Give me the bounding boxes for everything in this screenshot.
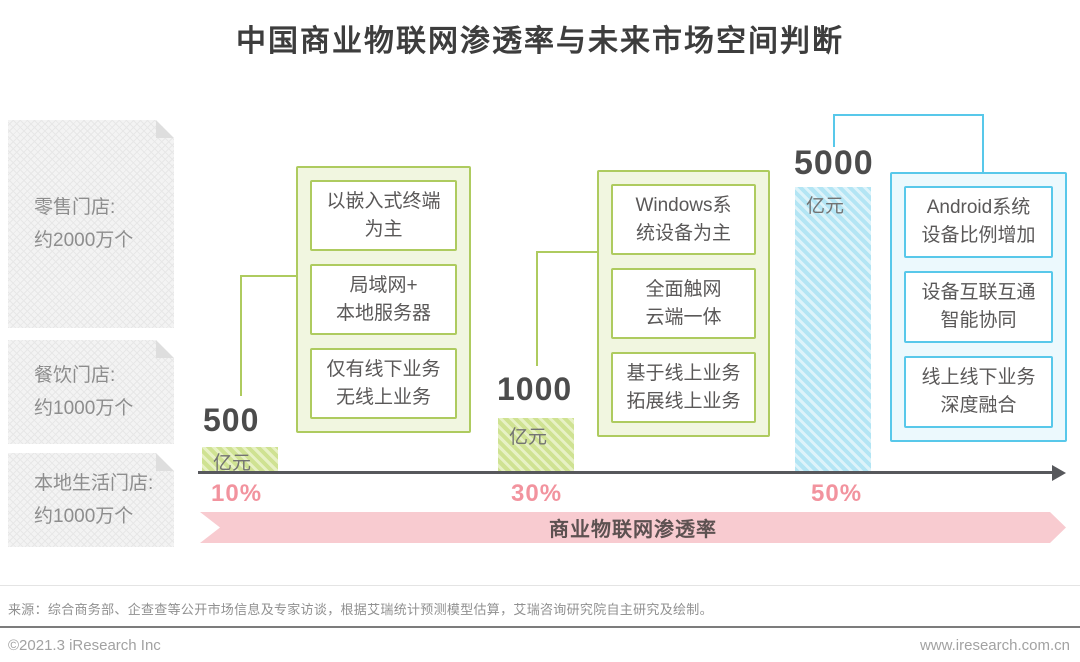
penetration-label: 30% [511, 480, 563, 507]
market-size-bar-stage1: 亿元 [202, 447, 278, 474]
feature-label: 仅有线下业务 无线上业务 [326, 358, 441, 408]
connector-line-stage2 [536, 251, 597, 253]
market-size-unit: 亿元 [213, 453, 252, 474]
source-note: 来源：综合商务部、企查查等公开市场信息及专家访谈，根据艾瑞统计预测模型估算，艾瑞… [8, 602, 713, 617]
feature-label: 局域网+ 本地服务器 [335, 274, 431, 324]
store-panel-restaurant-label: 餐饮门店: 约1000万个 [34, 364, 134, 419]
market-size-unit: 亿元 [509, 427, 548, 448]
page-title: 中国商业物联网渗透率与未来市场空间判断 [236, 25, 844, 58]
store-panel-retail-label: 零售门店: 约2000万个 [34, 196, 134, 251]
store-panel-local-life: 本地生活门店: 约1000万个 [8, 453, 174, 547]
connector-line-stage2 [536, 251, 538, 366]
banner-label: 商业物联网渗透率 [549, 519, 717, 541]
axis-arrowhead-icon [1052, 465, 1066, 481]
feature-box: 设备互联互通 智能协同 [904, 271, 1053, 343]
feature-box: 局域网+ 本地服务器 [310, 264, 457, 335]
feature-box: Android系统 设备比例增加 [904, 186, 1053, 258]
market-size-bar-stage3: 亿元 [795, 187, 871, 472]
footer-divider-line [0, 626, 1080, 628]
feature-label: Android系统 设备比例增加 [921, 197, 1036, 246]
connector-line-stage3 [833, 114, 835, 147]
feature-label: 线上线下业务 深度融合 [921, 367, 1036, 416]
market-size-value: 500 [203, 402, 260, 438]
feature-box: 全面触网 云端一体 [611, 268, 756, 339]
market-size-unit: 亿元 [806, 196, 845, 217]
connector-line-stage1 [240, 275, 296, 277]
penetration-label: 50% [811, 480, 863, 507]
store-panel-local-life-label: 本地生活门店: 约1000万个 [34, 472, 154, 527]
folded-corner-icon [156, 120, 174, 138]
penetration-label: 10% [211, 480, 263, 507]
stage2-feature-group: Windows系 统设备为主 全面触网 云端一体 基于线上业务 拓展线上业务 [597, 170, 770, 437]
feature-box: 仅有线下业务 无线上业务 [310, 348, 457, 419]
market-size-value: 5000 [794, 144, 874, 182]
copyright-text: ©2021.3 iResearch Inc [8, 637, 161, 654]
market-size-bar-stage2: 亿元 [498, 418, 574, 473]
stage3-feature-group: Android系统 设备比例增加 设备互联互通 智能协同 线上线下业务 深度融合 [890, 172, 1067, 442]
timeline-axis [198, 471, 1054, 474]
feature-label: 基于线上业务 拓展线上业务 [626, 362, 741, 412]
feature-box: Windows系 统设备为主 [611, 184, 756, 255]
feature-label: Windows系 统设备为主 [635, 194, 732, 244]
feature-box: 以嵌入式终端 为主 [310, 180, 457, 251]
feature-box: 线上线下业务 深度融合 [904, 356, 1053, 428]
divider-line [0, 585, 1080, 586]
feature-label: 设备互联互通 智能协同 [921, 282, 1036, 331]
website-url: www.iresearch.com.cn [919, 637, 1070, 654]
stage1-feature-group: 以嵌入式终端 为主 局域网+ 本地服务器 仅有线下业务 无线上业务 [296, 166, 471, 433]
feature-label: 以嵌入式终端 为主 [326, 190, 441, 240]
folded-corner-icon [156, 453, 174, 471]
market-size-value: 1000 [497, 371, 573, 407]
feature-label: 全面触网 云端一体 [645, 278, 722, 328]
folded-corner-icon [156, 340, 174, 358]
store-panel-retail: 零售门店: 约2000万个 [8, 120, 174, 328]
penetration-axis-banner: 商业物联网渗透率 [200, 512, 1066, 543]
connector-line-stage3 [982, 114, 984, 172]
connector-line-stage3 [833, 114, 984, 116]
connector-line-stage1 [240, 275, 242, 396]
store-panel-restaurant: 餐饮门店: 约1000万个 [8, 340, 174, 444]
feature-box: 基于线上业务 拓展线上业务 [611, 352, 756, 423]
